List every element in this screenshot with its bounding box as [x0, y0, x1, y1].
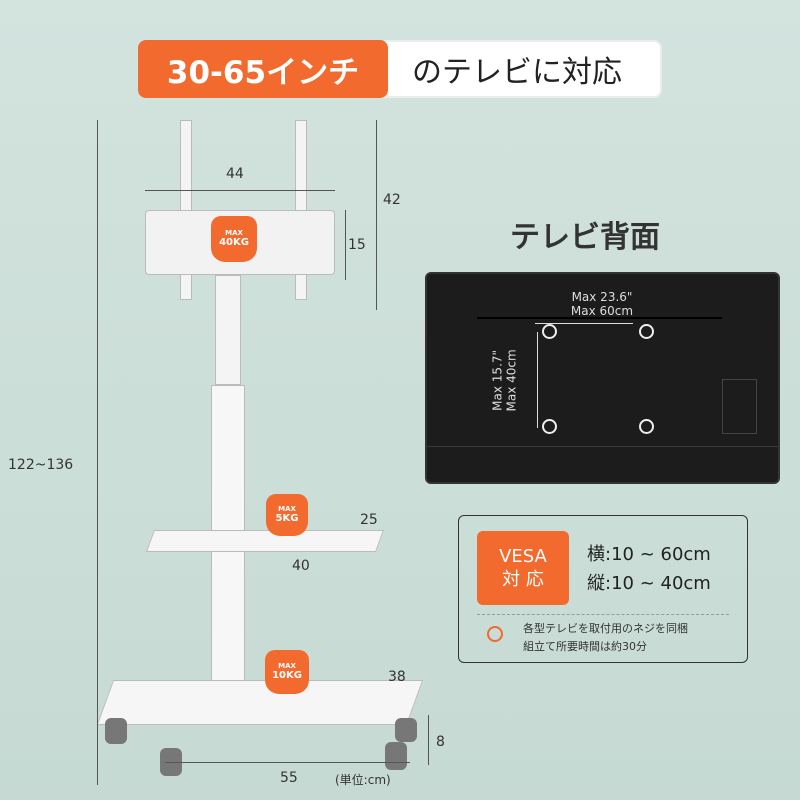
dim-line-top-width [145, 190, 335, 191]
tv-back-title: テレビ背面 [510, 220, 660, 255]
badge-value: 5KG [275, 513, 299, 525]
unit-label: (単位:cm) [335, 773, 391, 787]
vesa-horizontal-label: Max 23.6" Max 60cm [557, 290, 647, 319]
upper-pole [215, 275, 241, 385]
vesa-vertical-label: Max 15.7" Max 40cm [491, 330, 520, 430]
vesa-vertical-spec: 縦:10 ~ 40cm [587, 573, 711, 594]
tv-seam [427, 446, 778, 447]
badge-value: 40KG [219, 237, 249, 249]
vesa-hole-icon [542, 419, 557, 434]
vesa-badge: VESA 対 応 [477, 531, 569, 605]
notes: 各型テレビを取付用のネジを同梱 組立て所要時間は約30分 [523, 620, 688, 655]
tv-back-image: Max 23.6" Max 60cm Max 15.7" Max 40cm [425, 272, 780, 484]
vertical-measure [537, 332, 538, 428]
dim-line-base-width [165, 762, 410, 763]
dim-base-depth: 38 [388, 669, 406, 685]
dim-mount-height: 42 [383, 192, 401, 208]
dim-line-mount-height [376, 120, 377, 310]
dim-line-caster [428, 715, 429, 765]
dim-base-width: 55 [280, 770, 298, 786]
dim-total-height: 122~136 [8, 457, 74, 473]
caster-1 [105, 718, 127, 744]
dim-line-total-height [97, 120, 98, 785]
badge-value: 10KG [272, 670, 302, 682]
tv-ports [722, 379, 757, 434]
tv-rail [477, 317, 722, 319]
dim-shelf-depth: 25 [360, 512, 378, 528]
base-plate [96, 680, 424, 725]
vesa-horizontal-spec: 横:10 ~ 60cm [587, 544, 711, 565]
dim-top-width: 44 [226, 166, 244, 182]
vertical-cm: Max 40cm [505, 349, 519, 412]
dim-mount-inner: 15 [348, 237, 366, 253]
mount-plate [145, 210, 335, 275]
vesa-hole-icon [542, 324, 557, 339]
badge-label: MAX [278, 661, 296, 670]
dim-line-mount-inner [345, 210, 346, 280]
screen-size-banner: 30-65インチ [138, 40, 388, 98]
caster-3 [385, 742, 407, 770]
dim-caster-height: 8 [436, 734, 445, 750]
caster-4 [395, 718, 417, 742]
screw-icon [487, 626, 503, 642]
vesa-badge-line1: VESA [499, 545, 547, 567]
vesa-badge-line2: 対 応 [502, 569, 544, 590]
compatibility-banner: のテレビに対応 [372, 40, 662, 98]
glass-shelf [145, 530, 385, 552]
note-screws: 各型テレビを取付用のネジを同梱 [523, 622, 688, 635]
horizontal-measure [535, 323, 633, 324]
dim-shelf-width: 40 [292, 558, 310, 574]
badge-label: MAX [278, 504, 296, 513]
note-assembly-time: 組立て所要時間は約30分 [523, 639, 647, 653]
divider [477, 614, 729, 615]
horizontal-cm: Max 60cm [570, 304, 634, 319]
vesa-info-box: VESA 対 応 横:10 ~ 60cm 縦:10 ~ 40cm 各型テレビを取… [458, 515, 748, 663]
badge-label: MAX [225, 228, 243, 237]
horizontal-inch: Max 23.6" [571, 290, 633, 304]
vesa-hole-icon [639, 324, 654, 339]
vesa-hole-icon [639, 419, 654, 434]
vertical-inch: Max 15.7" [490, 349, 505, 411]
